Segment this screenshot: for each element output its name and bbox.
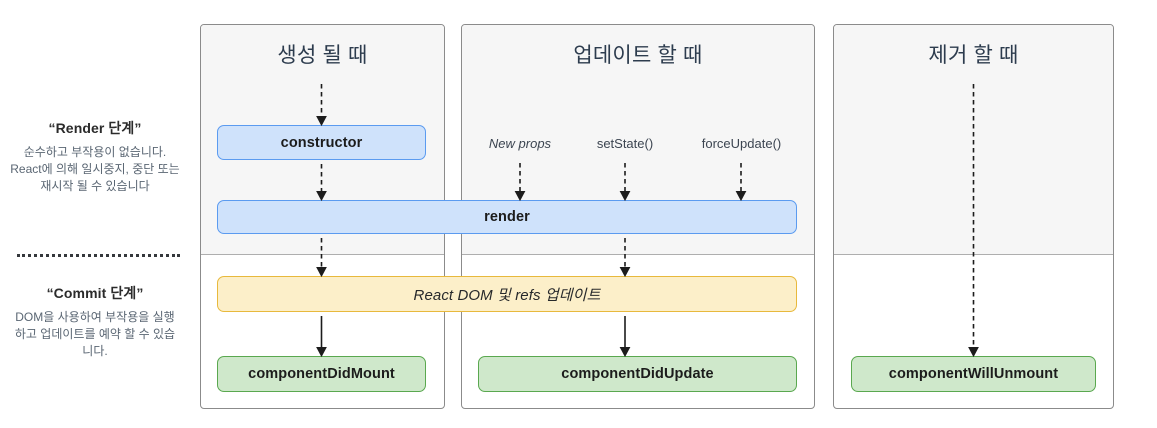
legend-render-phase: “Render 단계” 순수하고 부작용이 없습니다. React에 의해 일시… — [0, 118, 190, 195]
trigger-label-forceupdate: forceUpdate() — [701, 136, 782, 151]
node-react-dom-refs-update[interactable]: React DOM 및 refs 업데이트 — [217, 276, 797, 312]
panel-unmounting: 제거 할 때 — [833, 24, 1114, 409]
node-render[interactable]: render — [217, 200, 797, 234]
legend-commit-phase: “Commit 단계” DOM을 사용하여 부작용을 실행하고 업데이트를 예약… — [0, 283, 190, 360]
legend-render-phase-title: “Render 단계” — [48, 120, 142, 136]
legend-commit-phase-body: DOM을 사용하여 부작용을 실행하고 업데이트를 예약 할 수 있습니다. — [14, 310, 176, 358]
node-component-did-mount[interactable]: componentDidMount — [217, 356, 426, 392]
trigger-label-new-props: New props — [488, 136, 552, 151]
trigger-label-setstate: setState() — [596, 136, 654, 151]
node-component-will-unmount[interactable]: componentWillUnmount — [851, 356, 1096, 392]
legend-render-phase-body: 순수하고 부작용이 없습니다. React에 의해 일시중지, 중단 또는 재시… — [10, 145, 180, 193]
legend-commit-phase-title: “Commit 단계” — [46, 285, 144, 301]
node-component-did-update[interactable]: componentDidUpdate — [478, 356, 797, 392]
node-constructor[interactable]: constructor — [217, 125, 426, 160]
phase-divider-dotted — [17, 254, 180, 257]
panel-unmounting-title: 제거 할 때 — [928, 44, 1019, 67]
panel-mounting-title: 생성 될 때 — [277, 44, 368, 67]
panel-updating-title: 업데이트 할 때 — [573, 44, 703, 67]
